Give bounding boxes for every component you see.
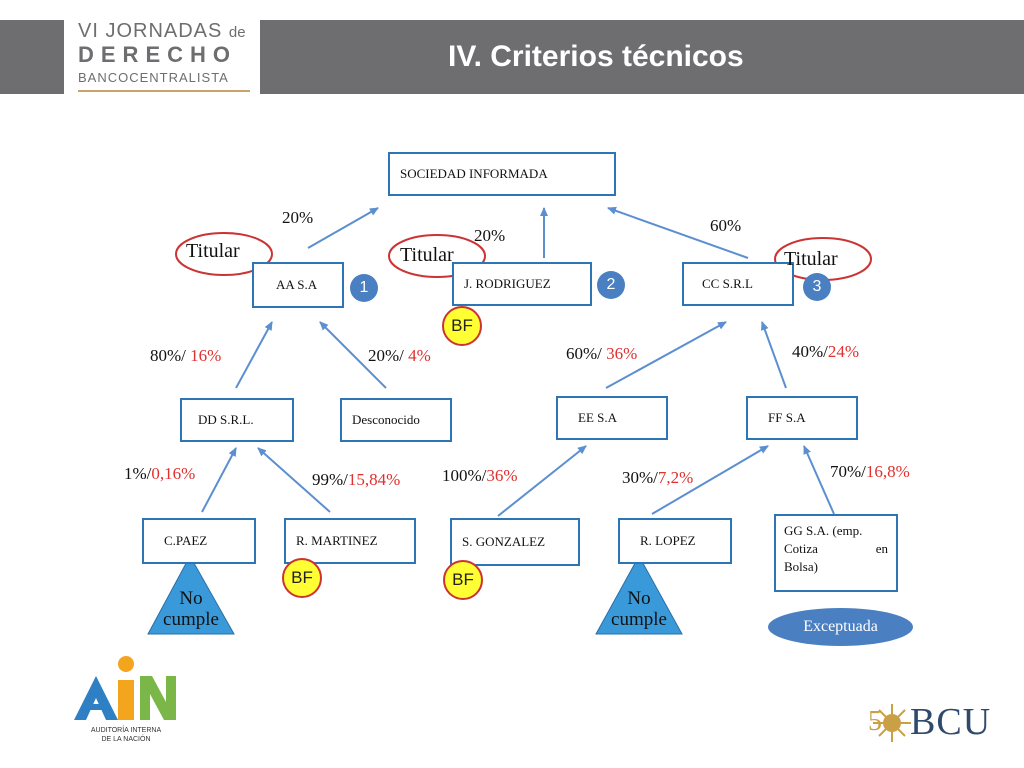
exceptuada-badge: Exceptuada xyxy=(768,608,913,646)
titular-ellipse-1 xyxy=(175,232,273,276)
arrow-ee-to-cc xyxy=(605,321,727,389)
arrow-dd-to-aa xyxy=(235,321,273,389)
logo-rule xyxy=(78,90,250,92)
number-badge-3: 3 xyxy=(803,273,831,301)
no-cumple-triangle-1 xyxy=(147,554,235,635)
node-aa-sa: AA S.A xyxy=(252,262,344,308)
pct-cpaez-to-dd: 1%/0,16% xyxy=(124,464,196,483)
pct-rmart-to-dd: 99%/15,84% xyxy=(312,470,401,489)
arrow-cpaez-to-dd xyxy=(201,447,237,513)
bf-badge-rmartinez: BF xyxy=(282,558,322,598)
node-r-lopez: R. LOPEZ xyxy=(618,518,732,564)
arrow-desc-to-aa xyxy=(319,321,387,389)
pct-cc-to-sociedad: 60% xyxy=(710,216,742,235)
titular-label-3: Titular xyxy=(784,248,838,270)
logo-line2: DERECHO xyxy=(78,42,238,67)
pct-rlopez-to-ff: 30%/7,2% xyxy=(622,468,694,487)
ain-logo xyxy=(74,656,176,720)
pct-sgon-to-ee: 100%/36% xyxy=(442,466,518,485)
node-r-martinez: R. MARTINEZ xyxy=(284,518,416,564)
node-ee-sa: EE S.A xyxy=(556,396,668,440)
node-desconocido: Desconocido xyxy=(340,398,452,442)
pct-ff-to-cc: 40%/24% xyxy=(792,342,860,361)
pct-jr-to-sociedad: 20% xyxy=(474,226,506,245)
node-c-paez: C.PAEZ xyxy=(142,518,256,564)
node-j-rodriguez: J. RODRIGUEZ xyxy=(452,262,592,306)
pct-aa-to-sociedad: 20% xyxy=(282,208,314,227)
no-cumple-triangle-2 xyxy=(595,554,683,635)
bcu-logo-number: 5 xyxy=(868,706,882,737)
node-s-gonzalez: S. GONZALEZ xyxy=(450,518,580,566)
pct-ee-to-cc: 60%/ 36% xyxy=(566,344,638,363)
gg-line3: Bolsa) xyxy=(784,559,818,574)
logo-line1: VI JORNADAS de xyxy=(78,20,246,42)
node-sociedad-informada: SOCIEDAD INFORMADA xyxy=(388,152,616,196)
page-title: IV. Criterios técnicos xyxy=(448,40,744,73)
logo-line3: BANCOCENTRALISTA xyxy=(78,70,229,85)
pct-desc-to-aa: 20%/ 4% xyxy=(368,346,431,365)
arrow-rlopez-to-ff xyxy=(651,445,769,515)
pct-gg-to-ff: 70%/16,8% xyxy=(830,462,910,481)
arrow-rmart-to-dd xyxy=(257,447,331,513)
number-badge-2: 2 xyxy=(597,271,625,299)
node-cc-srl: CC S.R.L xyxy=(682,262,794,306)
arrow-gg-to-ff xyxy=(803,445,835,515)
bf-badge-sgonzalez: BF xyxy=(443,560,483,600)
pct-dd-to-aa: 80%/ 16% xyxy=(150,346,222,365)
number-badge-1: 1 xyxy=(350,274,378,302)
titular-ellipse-2 xyxy=(388,234,486,278)
node-ff-sa: FF S.A xyxy=(746,396,858,440)
node-dd-srl: DD S.R.L. xyxy=(180,398,294,442)
arrow-aa-to-sociedad xyxy=(307,207,379,249)
arrow-cc-to-sociedad xyxy=(607,206,749,259)
bcu-logo-text: BCU xyxy=(910,701,992,743)
bcu-sun-center xyxy=(883,714,901,732)
gg-line1: GG S.A. (emp. xyxy=(784,523,863,538)
arrow-sgon-to-ee xyxy=(497,445,587,517)
titular-label-1: Titular xyxy=(186,240,240,262)
jornadas-logo: VI JORNADAS de DERECHO BANCOCENTRALISTA xyxy=(64,14,260,94)
titular-label-2: Titular xyxy=(400,244,454,266)
bf-badge-jrodriguez: BF xyxy=(442,306,482,346)
arrow-ff-to-cc xyxy=(760,321,787,389)
